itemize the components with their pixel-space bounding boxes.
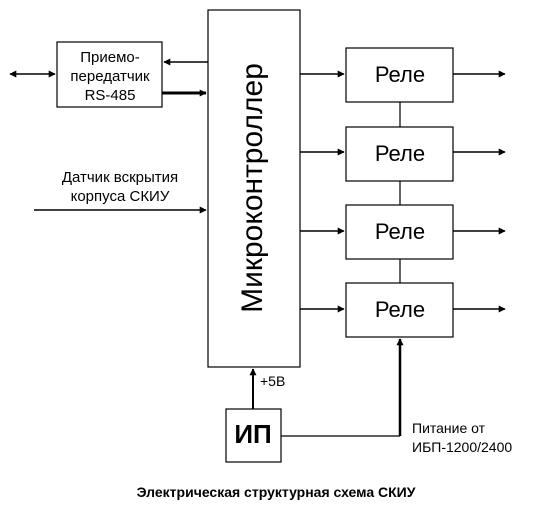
microcontroller-block: Микроконтроллер bbox=[207, 9, 301, 368]
transceiver-block: Приемо- передатчик RS-485 bbox=[56, 41, 163, 108]
relay-label-3: Реле bbox=[375, 219, 425, 244]
tamper-sensor-input: Датчик вскрытия корпуса СКИУ bbox=[34, 169, 207, 214]
relay-label-4: Реле bbox=[375, 297, 425, 322]
diagram-caption: Электрическая структурная схема СКИУ bbox=[136, 484, 416, 500]
power-unit-label: ИП bbox=[234, 419, 271, 449]
transceiver-label-line1: Приемо- bbox=[80, 49, 140, 66]
relay-block-3: Реле bbox=[345, 204, 454, 260]
relay-label-1: Реле bbox=[375, 62, 425, 87]
voltage-label: +5В bbox=[260, 373, 285, 389]
power-unit-block: ИП bbox=[225, 408, 282, 463]
transceiver-label-line2: передатчик bbox=[70, 68, 150, 85]
relay-block-1: Реле bbox=[345, 47, 454, 103]
relay-block-4: Реле bbox=[345, 282, 454, 338]
transceiver-label-line3: RS-485 bbox=[85, 87, 136, 104]
power-source-label-line1: Питание от bbox=[412, 420, 486, 436]
relay-label-2: Реле bbox=[375, 141, 425, 166]
sensor-label-line2: корпуса СКИУ bbox=[71, 188, 170, 205]
power-source-label-line2: ИБП-1200/2400 bbox=[412, 439, 512, 455]
sensor-label-line1: Датчик вскрытия bbox=[62, 169, 178, 186]
microcontroller-label: Микроконтроллер bbox=[236, 63, 269, 313]
relay-block-2: Реле bbox=[345, 126, 454, 182]
